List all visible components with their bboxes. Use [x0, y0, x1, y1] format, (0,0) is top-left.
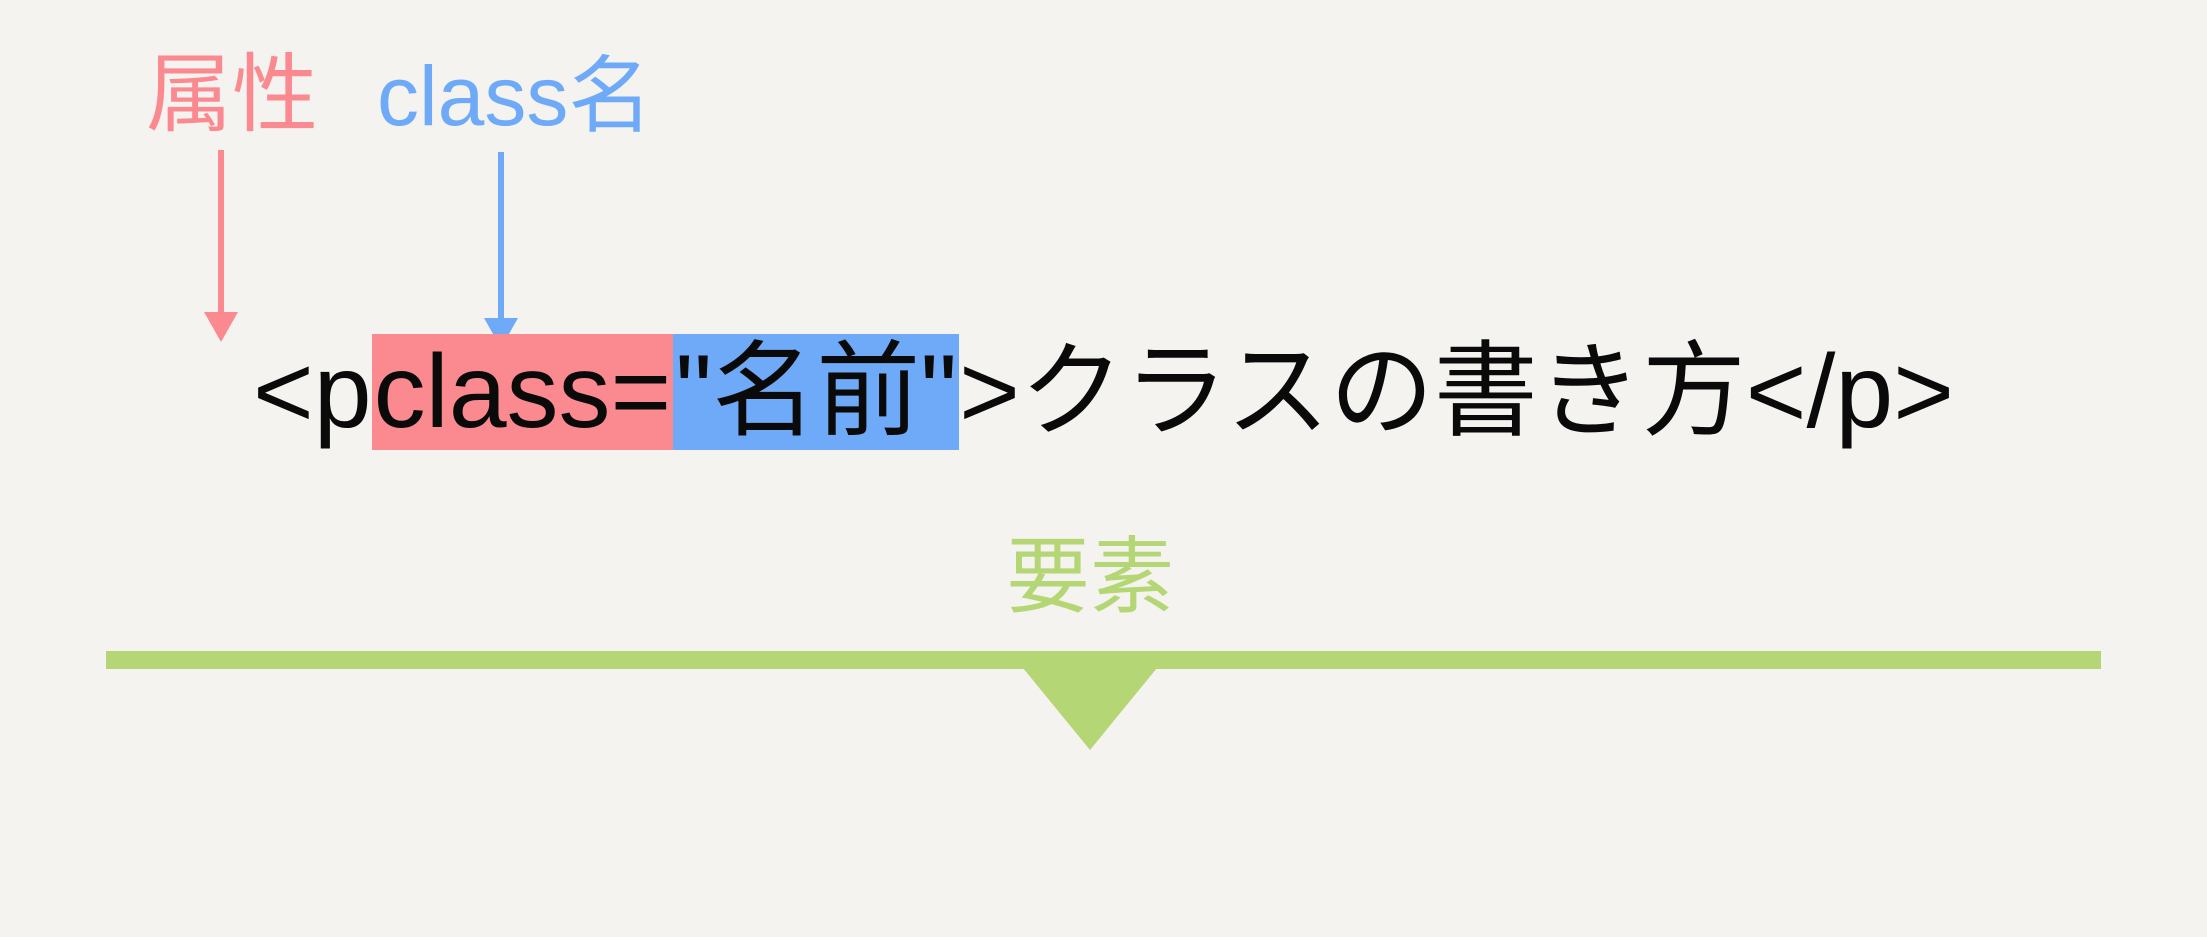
attribute-label: 属性 [146, 47, 318, 143]
classname-arrow-shaft [498, 152, 504, 320]
attribute-arrow-head [204, 312, 238, 342]
element-down-triangle-icon [1023, 668, 1157, 750]
attribute-arrow-shaft [218, 150, 224, 314]
code-segment-open-tag: <p [253, 334, 372, 450]
code-sample-line: <p class="名前">クラスの書き方</p> [0, 334, 2207, 450]
code-segment-attribute: class= [371, 334, 674, 450]
code-segment-class-value: "名前" [673, 334, 960, 450]
code-segment-content-and-close-tag: >クラスの書き方</p> [959, 334, 1954, 450]
attribute-down-arrow-icon [204, 150, 238, 342]
classname-down-arrow-icon [484, 152, 518, 348]
element-underline-bar [106, 651, 2101, 669]
classname-label: class名 [377, 49, 653, 143]
element-label: 要素 [1006, 530, 1175, 624]
